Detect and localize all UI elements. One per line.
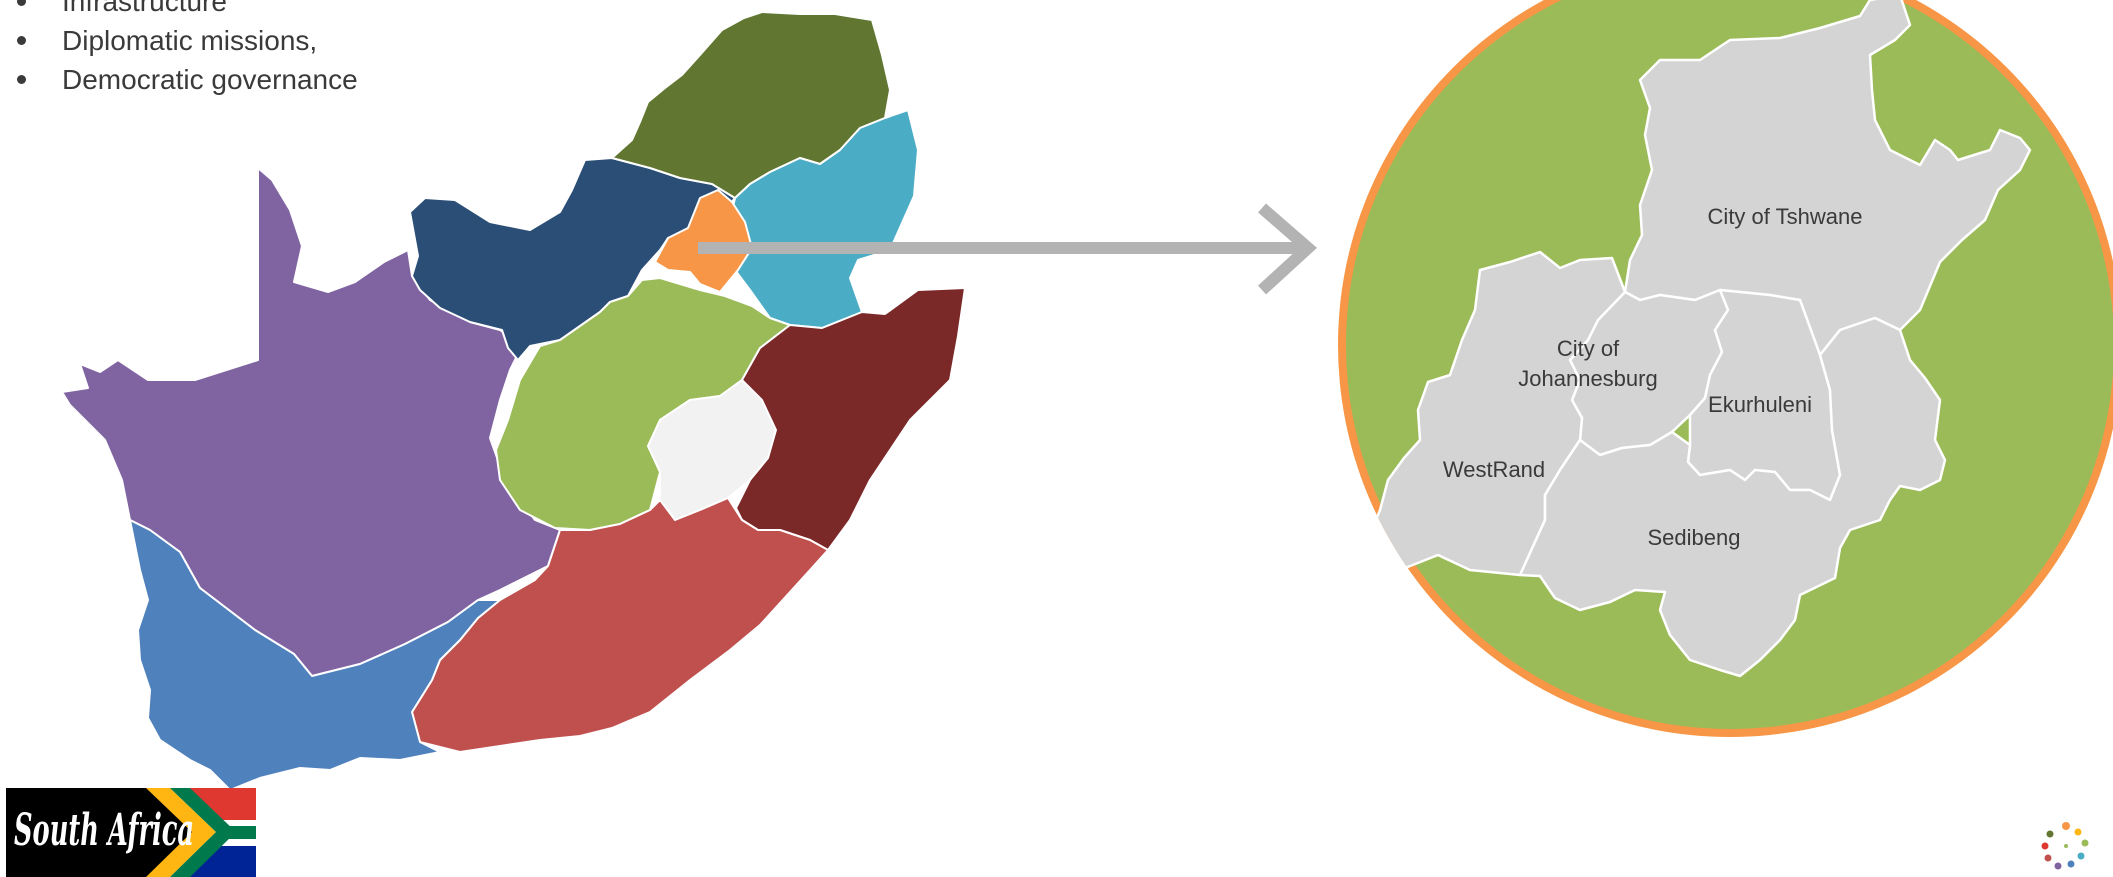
loading-dots-icon (2041, 822, 2089, 870)
province-western-cape[interactable] (129, 519, 501, 791)
logo-flag-red (184, 788, 256, 820)
logo-flag-green (170, 788, 236, 877)
label-ekurhuleni: Ekurhuleni (1708, 392, 1812, 417)
label-westrand: WestRand (1443, 457, 1545, 482)
province-kwazulu-natal[interactable] (735, 287, 966, 551)
logo-flag-blue (184, 846, 256, 877)
label-sedibeng: Sedibeng (1648, 525, 1741, 550)
label-city-of-tshwane: City of Tshwane (1708, 204, 1863, 229)
logo-flag-yellow (146, 788, 216, 877)
bullet-list: Infrastructure Diplomatic missions, Demo… (0, 0, 358, 99)
bullet-item: Diplomatic missions, (0, 21, 358, 60)
province-mpumalanga[interactable] (724, 109, 919, 329)
province-gauteng[interactable] (654, 189, 753, 293)
logo-text: South Africa (14, 805, 194, 856)
south-africa-map (61, 11, 966, 791)
bullet-item: Democratic governance (0, 60, 358, 99)
province-north-west[interactable] (409, 157, 736, 361)
municipality-sedibeng[interactable] (1518, 316, 1947, 678)
connector-arrow (698, 203, 1318, 295)
south-africa-logo: South Africa (6, 788, 256, 877)
arrow-head (1257, 203, 1318, 295)
logo-flag-green-band (226, 826, 256, 839)
bullet-item: Infrastructure (0, 0, 358, 21)
